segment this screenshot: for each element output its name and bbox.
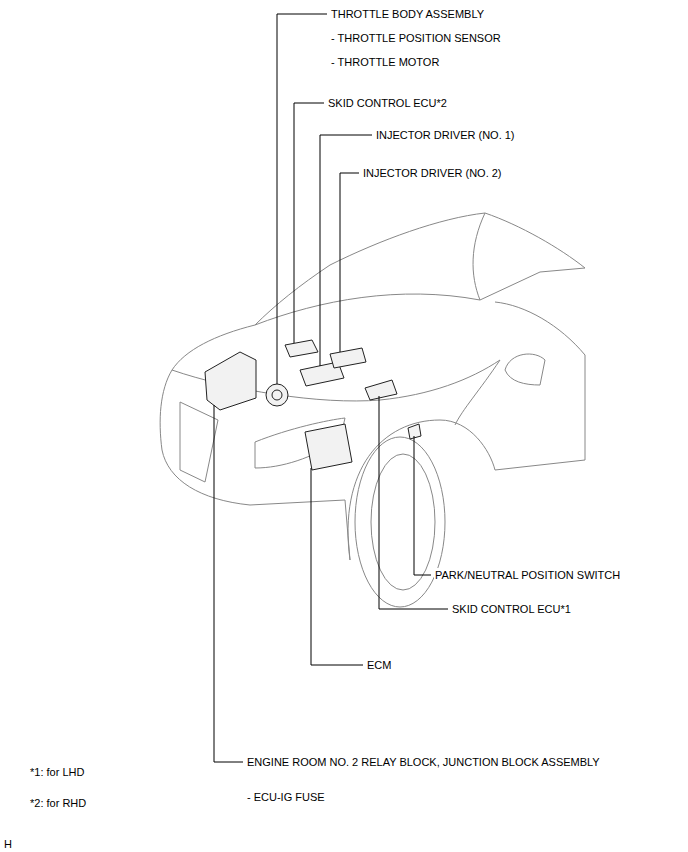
ecm: [305, 424, 352, 470]
leader-line: [340, 173, 359, 352]
door-line: [585, 355, 586, 460]
side-window: [480, 268, 585, 355]
fender-line: [455, 360, 500, 425]
part-label: - THROTTLE POSITION SENSOR: [330, 31, 502, 45]
part-label: PARK/NEUTRAL POSITION SWITCH: [434, 568, 621, 582]
leader-line: [414, 436, 431, 575]
part-label: - ECU-IG FUSE: [246, 790, 326, 804]
throttle-bore: [272, 390, 282, 400]
tire: [355, 437, 445, 607]
leader-line: [214, 405, 243, 762]
part-label: INJECTOR DRIVER (NO. 1): [375, 128, 516, 142]
components: [205, 340, 421, 470]
cowl-line: [255, 294, 480, 325]
windshield-edge: [255, 265, 330, 325]
leader-line: [311, 468, 363, 665]
relay-block: [205, 352, 256, 410]
part-label: INJECTOR DRIVER (NO. 2): [362, 166, 503, 180]
skid-ecu-lhd: [365, 380, 397, 400]
part-label: SKID CONTROL ECU*2: [327, 96, 448, 110]
throttle-body: [266, 384, 288, 406]
part-label: ENGINE ROOM NO. 2 RELAY BLOCK, JUNCTION …: [246, 755, 601, 769]
part-label: SKID CONTROL ECU*1: [451, 602, 572, 616]
part-label: - THROTTLE MOTOR: [330, 55, 440, 69]
rim: [371, 454, 435, 590]
part-label: THROTTLE BODY ASSEMBLY: [330, 7, 485, 21]
part-label: *1: for LHD: [29, 765, 85, 779]
a-pillar: [473, 213, 485, 300]
roof-line: [330, 213, 585, 268]
leader-lines: [214, 14, 448, 762]
grille: [180, 402, 218, 482]
skid-ecu-rhd: [285, 340, 318, 357]
wheel-arch: [345, 420, 585, 560]
part-label: *2: for RHD: [29, 796, 87, 810]
part-label: ECM: [366, 658, 392, 672]
car-body: [160, 213, 585, 607]
injector-driver-2: [330, 348, 366, 368]
part-label: H: [3, 837, 13, 851]
mirror: [505, 354, 545, 385]
